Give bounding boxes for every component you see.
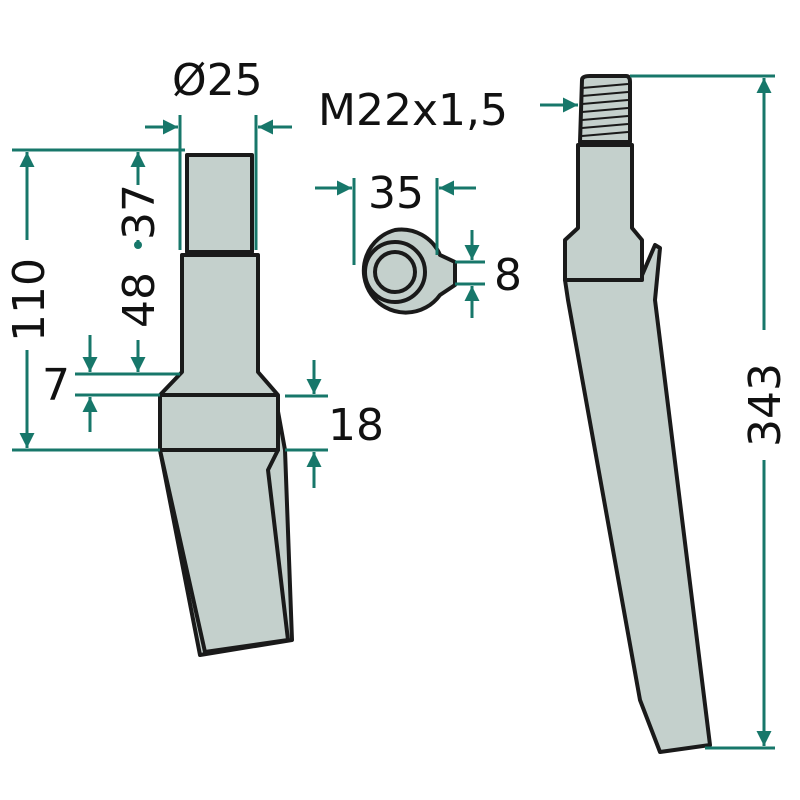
diameter-label: Ø25 — [172, 55, 263, 106]
len-18-label: 18 — [328, 400, 384, 451]
len-7-label: 7 — [42, 360, 70, 411]
len-48-label: 48 — [114, 272, 165, 328]
eye-hole-label: 8 — [494, 250, 522, 301]
len-110-label: 110 — [4, 258, 55, 342]
left-tine-part — [158, 153, 294, 657]
len-37-label: 37 — [114, 184, 165, 240]
right-tine-part — [563, 74, 712, 754]
thread-label: M22x1,5 — [318, 85, 508, 136]
eye-top-view — [361, 227, 457, 315]
eye-width-label: 35 — [368, 168, 424, 219]
dimension-lines — [12, 74, 775, 750]
thread-lines — [581, 83, 629, 137]
len-343-label: 343 — [740, 363, 791, 447]
